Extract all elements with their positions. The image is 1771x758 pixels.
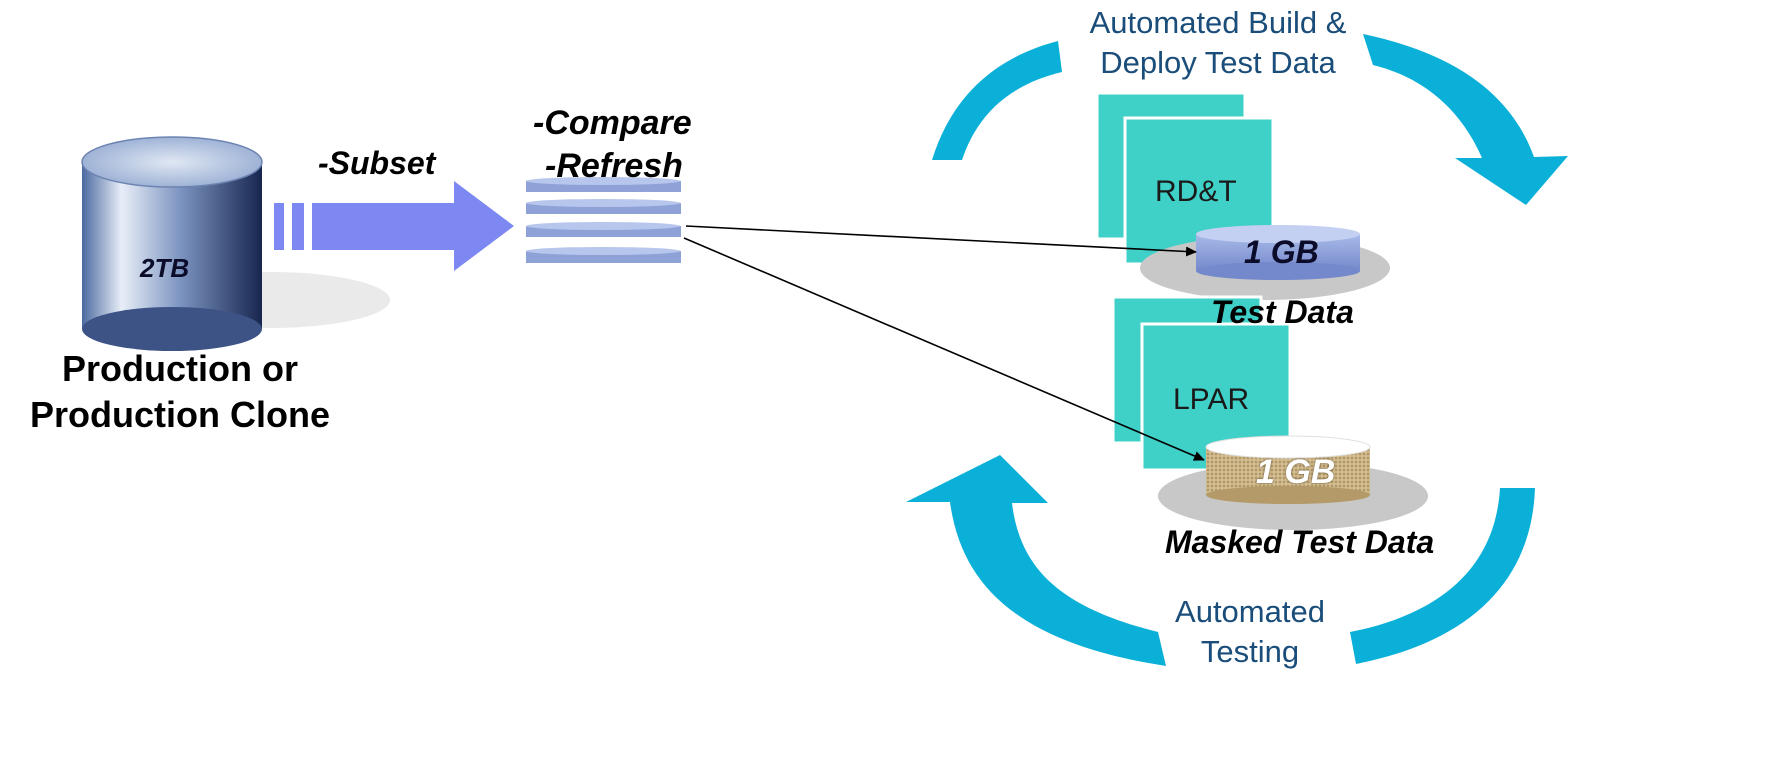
refresh-label: -Refresh: [545, 147, 683, 185]
connector-to-test-data: [685, 225, 1197, 257]
source-label-line2: Production Clone: [30, 394, 330, 435]
masked-test-data-disk-label: 1 GB: [1256, 453, 1336, 491]
data-platter-stack: [526, 177, 681, 263]
cycle-bottom-line1: Automated: [1175, 594, 1325, 629]
cycle-top-line2: Deploy Test Data: [1100, 45, 1336, 80]
server-lpar-label: LPAR: [1173, 383, 1250, 416]
compare-label: -Compare: [533, 104, 692, 142]
masked-test-data-caption: Masked Test Data: [1165, 524, 1435, 560]
arrow-body: [312, 181, 514, 271]
platter-3: [526, 222, 681, 237]
disk-top: [1205, 435, 1371, 459]
cylinder-top: [81, 136, 263, 188]
cycle-arrow-bottom-right: [1350, 488, 1535, 664]
cycle-arrow-top-left: [932, 41, 1062, 160]
server-rdt-label: RD&T: [1155, 175, 1237, 208]
platter-2: [526, 199, 681, 214]
production-database-icon: [81, 136, 390, 351]
masked-test-data-disk-icon: [1158, 435, 1428, 530]
platter-1: [526, 177, 681, 192]
connector-to-masked-test-data: [683, 237, 1205, 461]
cycle-arrow-bottom-left: [906, 455, 1166, 666]
disk-top: [1196, 225, 1360, 243]
platter-4: [526, 247, 681, 263]
cycle-arrow-top-right: [1363, 34, 1568, 205]
disk-bottom: [1206, 486, 1370, 504]
source-label-line1: Production or: [62, 348, 298, 389]
source-capacity-label: 2TB: [140, 253, 190, 283]
disk-bottom: [1196, 262, 1360, 280]
test-data-caption: Test Data: [1211, 294, 1354, 330]
cycle-top-line1: Automated Build &: [1089, 5, 1347, 40]
test-data-disk-icon: [1140, 225, 1390, 300]
cylinder-body: [82, 162, 262, 329]
arrow-dash-1: [274, 203, 284, 250]
test-data-disk-label: 1 GB: [1244, 234, 1319, 270]
subset-label: -Subset: [318, 145, 436, 181]
cycle-bottom-line2: Testing: [1200, 634, 1300, 669]
subset-transfer-arrow: [274, 181, 514, 271]
arrow-dash-2: [292, 203, 304, 250]
cylinder-bottom: [82, 307, 262, 351]
